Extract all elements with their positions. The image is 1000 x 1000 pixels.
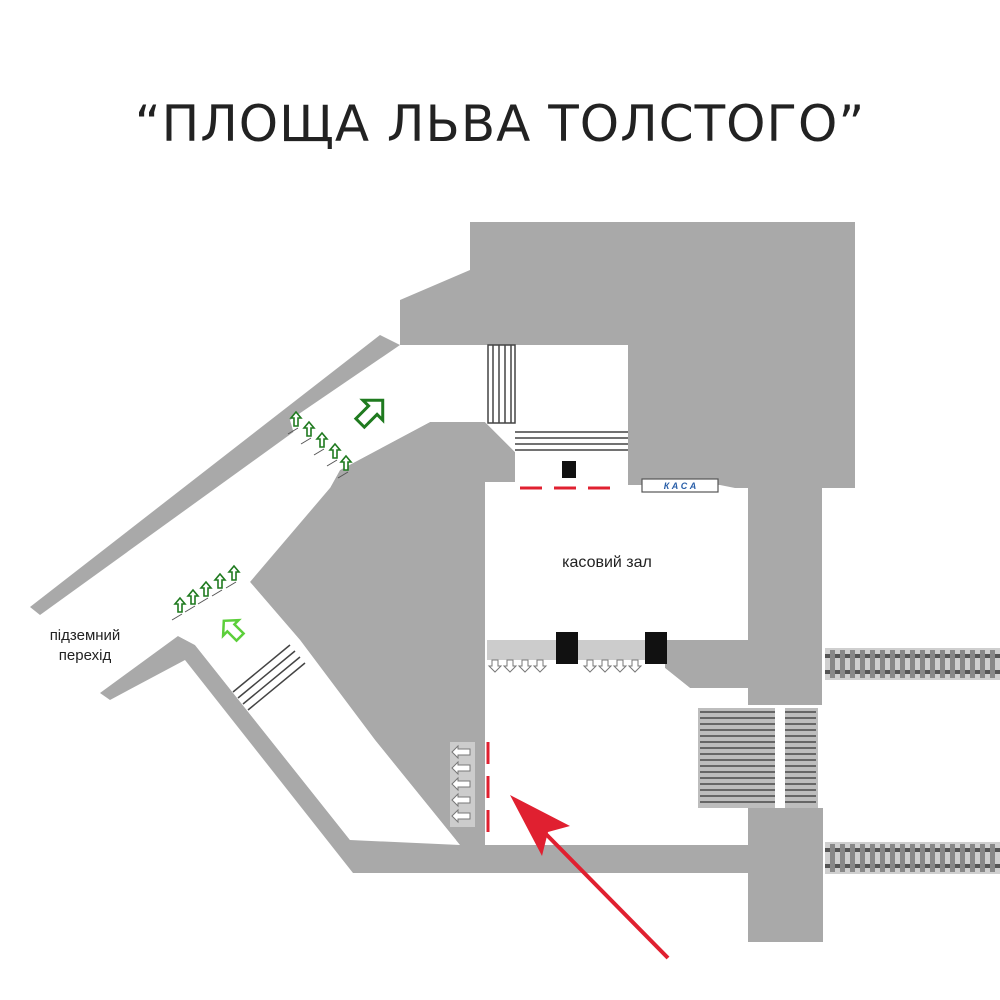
gate-arrow-icon xyxy=(532,659,548,673)
small-arrow-icon xyxy=(289,410,303,427)
stairs-top xyxy=(487,344,516,424)
arrows-lower-stairs xyxy=(171,564,241,621)
rail-tie xyxy=(990,650,995,678)
rail-tie xyxy=(920,650,925,678)
rail-tie xyxy=(900,650,905,678)
gate-arrow-icon xyxy=(597,659,613,673)
rail-tie xyxy=(850,650,855,678)
escalator-block xyxy=(698,708,818,808)
small-arrow-icon xyxy=(173,596,187,613)
gate-arrow-icon xyxy=(487,659,503,673)
stair-step xyxy=(211,589,223,597)
gate-arrow-icon xyxy=(517,659,533,673)
rail-tie xyxy=(940,650,945,678)
rail-tie xyxy=(860,650,865,678)
small-arrow-icon xyxy=(315,431,329,448)
rail-tie xyxy=(830,650,835,678)
rail-tie xyxy=(980,844,985,872)
rail-tie xyxy=(920,844,925,872)
direction-arrow-light xyxy=(221,618,246,643)
rail-tie xyxy=(950,650,955,678)
stairs-hall-entry xyxy=(515,431,628,451)
stair-step xyxy=(225,581,237,589)
stairs-lower-passage xyxy=(232,644,306,711)
rail-tie xyxy=(970,844,975,872)
rail-tie xyxy=(840,650,845,678)
rail-tie xyxy=(960,844,965,872)
rail-tie xyxy=(950,844,955,872)
small-arrow-icon xyxy=(227,564,241,581)
arrows-upper-stairs xyxy=(287,410,353,479)
stair-step xyxy=(313,448,325,456)
gate-arrow-icon xyxy=(582,659,598,673)
ticket-machine xyxy=(562,461,576,478)
side-arrow-icon xyxy=(451,792,471,808)
stair-step xyxy=(171,613,183,621)
small-arrow-icon xyxy=(302,420,316,437)
rail-tie xyxy=(980,650,985,678)
rail-tie xyxy=(990,844,995,872)
gate-arrow-icon xyxy=(612,659,628,673)
rail-tie xyxy=(850,844,855,872)
side-gates xyxy=(450,742,475,827)
map-title: “ПЛОЩА ЛЬВА ТОЛСТОГО” xyxy=(134,95,866,153)
rail-tie xyxy=(880,844,885,872)
side-arrow-icon xyxy=(451,760,471,776)
rail-tie xyxy=(870,844,875,872)
stair-step xyxy=(337,471,349,479)
small-arrow-icon xyxy=(199,580,213,597)
turnstile-row xyxy=(487,632,667,673)
rail-tie xyxy=(930,650,935,678)
rail-tie xyxy=(890,844,895,872)
rail-tie xyxy=(830,844,835,872)
side-arrow-icon xyxy=(451,808,471,824)
ticket-hall-label: касовий зал xyxy=(562,554,652,571)
rail-tie xyxy=(960,650,965,678)
rail-tie xyxy=(880,650,885,678)
rail-tie xyxy=(970,650,975,678)
underpass-label-line1: підземний xyxy=(50,627,121,644)
rail-tie xyxy=(890,650,895,678)
gate-arrow-icon xyxy=(627,659,643,673)
stair-step xyxy=(326,459,338,467)
side-arrow-icon xyxy=(451,744,471,760)
rail-tie xyxy=(930,844,935,872)
stair-step xyxy=(197,597,209,605)
rail-track-lower xyxy=(825,842,1000,874)
svg-text:К А С А: К А С А xyxy=(664,481,697,491)
red-pointer-arrow xyxy=(510,795,670,960)
rail-track-upper xyxy=(825,648,1000,680)
underpass-label-line2: перехід xyxy=(59,647,112,664)
side-arrow-icon xyxy=(451,776,471,792)
small-arrow-icon xyxy=(328,442,342,459)
rail-tie xyxy=(910,650,915,678)
rail-tie xyxy=(940,844,945,872)
stair-step xyxy=(184,605,196,613)
kasa-sign: К А С А xyxy=(641,478,719,493)
rail-tie xyxy=(840,844,845,872)
small-arrow-icon xyxy=(186,588,200,605)
rail-tie xyxy=(860,844,865,872)
gate-arrow-icon xyxy=(502,659,518,673)
rail-tie xyxy=(870,650,875,678)
stair-step xyxy=(287,427,299,435)
stair-step xyxy=(300,437,312,445)
small-arrow-icon xyxy=(213,572,227,589)
rail-tie xyxy=(910,844,915,872)
direction-arrow-big-dark xyxy=(353,398,385,430)
rail-tie xyxy=(900,844,905,872)
station-walls xyxy=(30,222,855,942)
small-arrow-icon xyxy=(339,454,353,471)
